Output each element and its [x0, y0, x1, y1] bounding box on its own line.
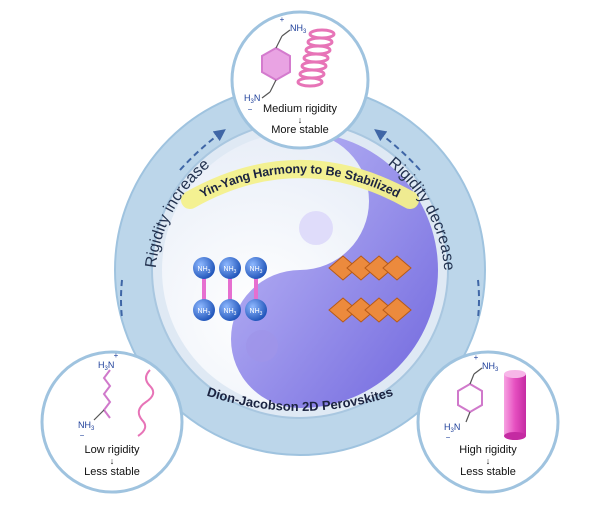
left-stability: Less stable — [84, 466, 140, 478]
wavy-chain-icon — [137, 369, 155, 437]
arrow-left-lower — [120, 279, 123, 319]
left-formula-top: H3N — [98, 360, 114, 372]
nh3-label: NH3 — [224, 266, 237, 275]
minus-sign: − — [446, 433, 451, 442]
nh3-labels: NH3 NH3 NH3 NH3 NH3 NH3 — [198, 266, 263, 317]
left-formula-bottom: NH3 — [78, 420, 95, 432]
nh3-label: NH3 — [250, 308, 263, 317]
plus-sign: + — [114, 351, 119, 360]
nh3-ball — [219, 299, 241, 321]
nh3-pair-2 — [219, 257, 241, 321]
down-arrow-icon: ↓ — [298, 115, 303, 125]
arrow-right-lower — [477, 279, 480, 319]
cyclohexane-icon — [261, 46, 291, 82]
yin-dot — [299, 211, 333, 245]
nh3-pair-1 — [193, 257, 215, 321]
top-formula-top: NH3 — [290, 23, 307, 35]
yang-dot — [246, 330, 278, 362]
plus-sign: + — [280, 15, 285, 24]
nh3-ball — [193, 299, 215, 321]
nh3-ball — [245, 299, 267, 321]
nh3-label: NH3 — [198, 266, 211, 275]
right-stability: Less stable — [460, 466, 516, 478]
down-arrow-icon: ↓ — [110, 456, 115, 466]
arrow-right-upper — [374, 129, 421, 171]
right-card: NH3 + H3N − High rigidity ↓ Less stable — [416, 350, 560, 494]
minus-sign: − — [248, 105, 253, 114]
down-arrow-icon: ↓ — [486, 456, 491, 466]
top-card: NH3 + H3N − Medium rigidity ↓ More stabl… — [230, 10, 370, 150]
arrow-left-upper — [179, 129, 226, 171]
left-rigidity: Low rigidity — [84, 444, 140, 456]
octahedra-bottom-row — [328, 297, 412, 323]
ribbon-band — [181, 160, 419, 209]
top-formula-bottom: H3N — [244, 93, 260, 105]
octahedra-top-row — [328, 255, 412, 281]
nh3-label: NH3 — [250, 266, 263, 275]
minus-sign: − — [80, 431, 85, 440]
right-formula-top: NH3 — [482, 361, 499, 373]
nh3-ball — [193, 257, 215, 279]
spring-icon — [296, 28, 336, 88]
top-stability: More stable — [271, 124, 328, 136]
nh3-label: NH3 — [224, 308, 237, 317]
right-rigidity: High rigidity — [459, 444, 517, 456]
top-rigidity: Medium rigidity — [263, 103, 337, 115]
plus-sign: + — [474, 353, 479, 362]
nh3-pair-3 — [245, 257, 267, 321]
left-card: H3N + NH3 − Low rigidity ↓ Less stable — [40, 350, 184, 494]
right-formula-bottom: H3N — [444, 422, 460, 434]
nh3-pairs — [193, 257, 267, 321]
nh3-label: NH3 — [198, 308, 211, 317]
nh3-ball — [219, 257, 241, 279]
cylinder-icon — [504, 370, 526, 440]
nh3-ball — [245, 257, 267, 279]
